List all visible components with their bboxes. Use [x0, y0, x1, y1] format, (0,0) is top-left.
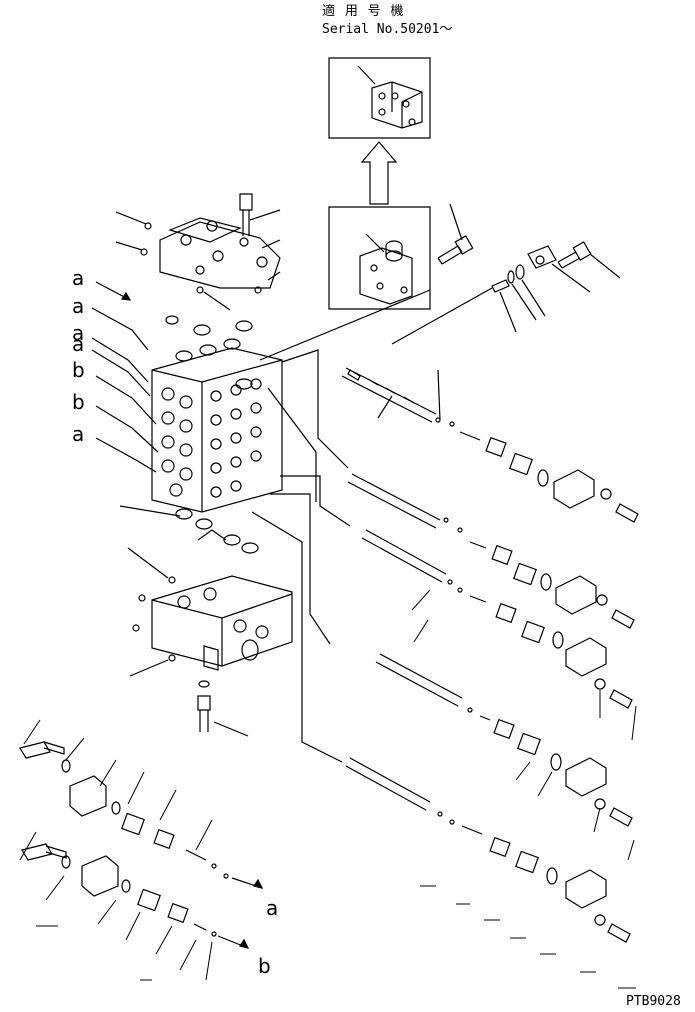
spool-row-2: [348, 474, 634, 628]
direction-arrow: [362, 142, 396, 204]
leader-lines: [20, 590, 636, 988]
bottom-left-parts-a: [20, 742, 262, 888]
upper-inset-box: [329, 58, 430, 138]
lower-section-housing: [130, 576, 292, 736]
spool-row-3: [362, 530, 632, 708]
routing-lines: [252, 350, 350, 762]
callout-letter-a-3: a: [72, 321, 85, 345]
spool-row-4: [376, 654, 632, 826]
callout-letter-a-2: a: [72, 294, 85, 318]
serial-number-label: Serial No.50201～: [322, 22, 453, 37]
spool-row-1: [342, 368, 638, 522]
callout-letter-b-2: b: [72, 390, 85, 414]
upper-right-bolts: [392, 204, 620, 344]
left-callout-arrows: [92, 282, 180, 578]
lower-inset-box: [260, 207, 430, 360]
bottom-left-parts-b: [22, 844, 248, 948]
main-valve-block: [152, 316, 282, 553]
figure-code: PTB9028: [626, 994, 681, 1009]
callout-letter-a-bottom: a: [266, 896, 279, 920]
callout-letter-a-5: a: [72, 422, 85, 446]
applicability-label: 適 用 号 機: [322, 4, 405, 19]
callout-letter-b-bottom: b: [258, 954, 271, 978]
spool-row-5: [346, 758, 630, 942]
callout-letter-a-1: a: [72, 266, 85, 290]
callout-letter-b-1: b: [72, 358, 85, 382]
top-cover-assembly: [116, 194, 280, 310]
callout-letter-a-4: a: [72, 332, 85, 356]
